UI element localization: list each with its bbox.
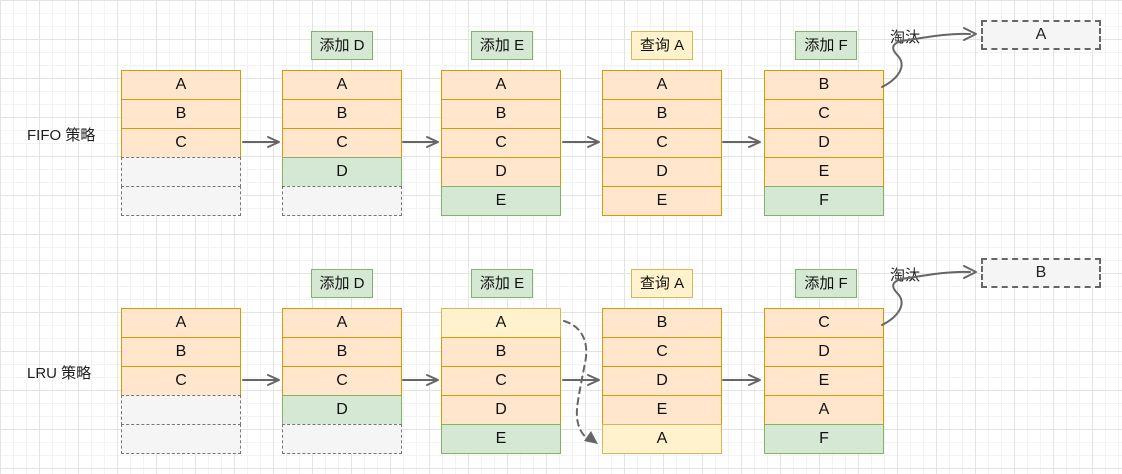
- flow-arrow: [722, 374, 761, 386]
- cache-cell: D: [602, 366, 722, 396]
- cache-cell: A: [441, 70, 561, 100]
- lru-stack-4: C D E A F: [764, 308, 884, 454]
- flow-arrow: [722, 136, 761, 148]
- cache-cell: C: [282, 366, 402, 396]
- cache-cell: C: [441, 128, 561, 158]
- lru-tag-query-a: 查询 A: [631, 269, 693, 298]
- fifo-tag-add-d: 添加 D: [311, 31, 373, 60]
- cache-cell-new: E: [441, 424, 561, 454]
- cache-cell: E: [764, 157, 884, 187]
- fifo-stack-1: A B C D: [282, 70, 402, 216]
- cache-cell-touched: A: [602, 424, 722, 454]
- fifo-stack-0: A B C: [121, 70, 241, 216]
- cache-cell: C: [602, 337, 722, 367]
- lru-reorder-arrow: [563, 320, 598, 444]
- cache-cell: C: [121, 366, 241, 396]
- lru-evicted-box: B: [981, 258, 1101, 288]
- empty-cell: [121, 395, 241, 425]
- cache-cell: A: [121, 308, 241, 338]
- cache-cell: B: [441, 99, 561, 129]
- cache-cell-new: D: [282, 157, 402, 187]
- fifo-tag-add-e: 添加 E: [471, 31, 533, 60]
- cache-cell: D: [441, 395, 561, 425]
- fifo-stack-3: A B C D E: [602, 70, 722, 216]
- flow-arrow: [402, 374, 439, 386]
- flow-arrow: [402, 136, 439, 148]
- fifo-tag-add-f: 添加 F: [795, 31, 857, 60]
- cache-cell-new: D: [282, 395, 402, 425]
- cache-cell: A: [282, 70, 402, 100]
- flow-arrow: [562, 136, 600, 148]
- fifo-stack-4: B C D E F: [764, 70, 884, 216]
- flow-arrow: [242, 136, 280, 148]
- cache-cell: A: [121, 70, 241, 100]
- empty-cell: [121, 424, 241, 454]
- cache-cell: B: [441, 337, 561, 367]
- lru-evict-label: 淘汰: [890, 267, 921, 284]
- fifo-evict-label: 淘汰: [890, 29, 921, 46]
- lru-stack-3: B C D E A: [602, 308, 722, 454]
- fifo-tag-query-a: 查询 A: [631, 31, 693, 60]
- lru-row-label: LRU 策略: [27, 365, 92, 382]
- lru-tag-add-e: 添加 E: [471, 269, 533, 298]
- fifo-row-label: FIFO 策略: [27, 127, 96, 144]
- cache-cell: C: [602, 128, 722, 158]
- cache-cell: B: [602, 99, 722, 129]
- fifo-evicted-box: A: [981, 20, 1101, 50]
- cache-cell-new: E: [441, 186, 561, 216]
- lru-stack-2: A B C D E: [441, 308, 561, 454]
- cache-cell: B: [602, 308, 722, 338]
- cache-cell: E: [602, 395, 722, 425]
- cache-cell: B: [121, 337, 241, 367]
- lru-tag-add-d: 添加 D: [311, 269, 373, 298]
- cache-cell: A: [282, 308, 402, 338]
- cache-cell: D: [441, 157, 561, 187]
- cache-cell: E: [764, 366, 884, 396]
- fifo-stack-2: A B C D E: [441, 70, 561, 216]
- cache-cell: D: [764, 337, 884, 367]
- cache-cell-touched: A: [441, 308, 561, 338]
- empty-cell: [282, 424, 402, 454]
- lru-tag-add-f: 添加 F: [795, 269, 857, 298]
- cache-cell-new: F: [764, 424, 884, 454]
- cache-cell: C: [282, 128, 402, 158]
- cache-cell: C: [441, 366, 561, 396]
- cache-cell: D: [602, 157, 722, 187]
- flow-arrow: [562, 374, 600, 386]
- cache-cell: C: [764, 308, 884, 338]
- cache-cell: B: [282, 337, 402, 367]
- lru-stack-0: A B C: [121, 308, 241, 454]
- cache-cell: B: [764, 70, 884, 100]
- empty-cell: [121, 157, 241, 187]
- lru-stack-1: A B C D: [282, 308, 402, 454]
- cache-cell-new: F: [764, 186, 884, 216]
- cache-cell: D: [764, 128, 884, 158]
- empty-cell: [282, 186, 402, 216]
- empty-cell: [121, 186, 241, 216]
- cache-cell: C: [764, 99, 884, 129]
- cache-cell: A: [764, 395, 884, 425]
- flow-arrow: [242, 374, 280, 386]
- cache-cell: B: [282, 99, 402, 129]
- cache-cell: E: [602, 186, 722, 216]
- cache-cell: B: [121, 99, 241, 129]
- cache-cell: A: [602, 70, 722, 100]
- cache-cell: C: [121, 128, 241, 158]
